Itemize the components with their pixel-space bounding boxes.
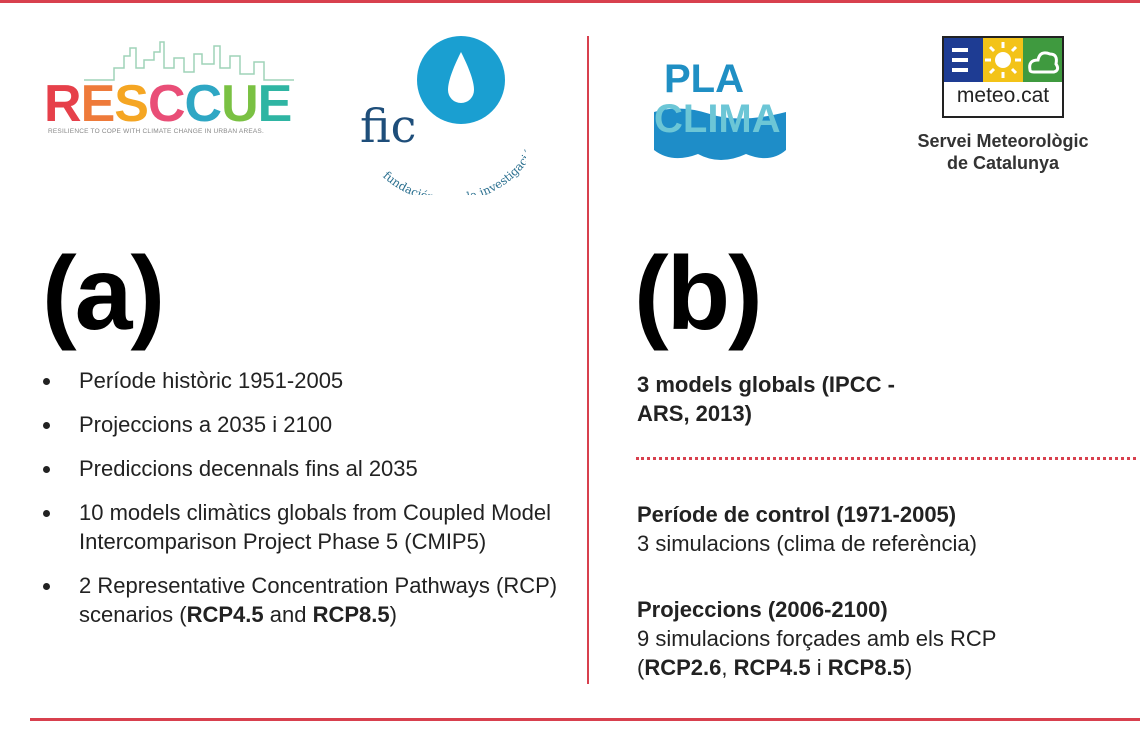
projections-text: 9 simulacions forçades amb els RCP xyxy=(637,626,997,651)
rcp-and-text: and xyxy=(263,602,313,627)
resccue-letter: E xyxy=(257,75,293,133)
rcp-intro-text: 2 Representative Concentration Pathways … xyxy=(79,573,558,627)
paren-close: ) xyxy=(904,655,913,680)
fic-logo: fic fundación para la investigación del … xyxy=(356,30,549,205)
meteo-subtitle-line1: Servei Meteorològic xyxy=(917,131,1089,151)
rcp45-label: RCP4.5 xyxy=(733,655,811,680)
control-period-text: 3 simulacions (clima de referència) xyxy=(637,531,977,556)
meteo-subtitle-line2: de Catalunya xyxy=(946,153,1060,173)
left-bullet-list: Període històric 1951-2005 Projeccions a… xyxy=(42,366,572,644)
control-period-block: Període de control (1971-2005) 3 simulac… xyxy=(637,500,1127,558)
resccue-tagline: RESILIENCE TO COPE WITH CLIMATE CHANGE I… xyxy=(48,128,264,135)
resccue-wordmark: RESCCUE xyxy=(44,75,293,133)
fic-emblem-icon: fic fundación para la investigación del … xyxy=(360,36,549,205)
resccue-letter: U xyxy=(221,75,259,133)
top-rule xyxy=(0,0,1140,3)
meteo-cat-logo: meteo.cat Servei Meteorològic de Catalun… xyxy=(900,36,1110,176)
projections-rcp-list: (RCP2.6, RCP4.5 i RCP8.5) xyxy=(637,653,1127,682)
list-item: Prediccions decennals fins al 2035 xyxy=(42,454,572,483)
pla-clima-line2: CLIMA xyxy=(654,97,781,141)
rcp26-label: RCP2.6 xyxy=(644,655,722,680)
resccue-logo: RESCCUE RESILIENCE TO COPE WITH CLIMATE … xyxy=(44,38,299,138)
bottom-rule xyxy=(30,718,1140,721)
list-item: 2 Representative Concentration Pathways … xyxy=(42,571,572,629)
rcp85-label: RCP8.5 xyxy=(827,655,905,680)
rcp85-label: RCP8.5 xyxy=(312,602,390,627)
projections-title: Projeccions (2006-2100) xyxy=(637,597,888,622)
rcp45-label: RCP4.5 xyxy=(186,602,264,627)
city-skyline-icon xyxy=(84,41,294,81)
fic-short-name: fic xyxy=(360,99,416,153)
resccue-letter: C xyxy=(184,75,223,133)
panel-label-a: (a) xyxy=(42,236,165,352)
panel-label-b: (b) xyxy=(634,236,763,352)
pla-clima-wave-icon: PLA CLIMA xyxy=(654,57,786,160)
rcp-close-text: ) xyxy=(389,602,397,627)
meteo-cat-name: meteo.cat xyxy=(956,84,1050,107)
global-models-title: 3 models globals (IPCC - ARS, 2013) xyxy=(637,372,895,426)
control-period-title: Període de control (1971-2005) xyxy=(637,502,957,527)
resccue-letter: C xyxy=(147,75,186,133)
paren-open: ( xyxy=(637,655,645,680)
meteo-cat-box: meteo.cat xyxy=(942,36,1064,118)
projections-block: Projeccions (2006-2100) 9 simulacions fo… xyxy=(637,595,1127,682)
meteo-subtitle: Servei Meteorològic de Catalunya xyxy=(900,130,1106,174)
pla-clima-line1: PLA xyxy=(664,57,744,101)
list-item: 10 models climàtics globals from Coupled… xyxy=(42,498,572,556)
resccue-letter: S xyxy=(114,75,149,133)
list-item: Període històric 1951-2005 xyxy=(42,366,572,395)
resccue-letter: E xyxy=(80,75,116,133)
weather-icons xyxy=(944,38,1062,82)
separator-i: i xyxy=(810,655,828,680)
pla-clima-logo: PLA CLIMA xyxy=(650,54,790,164)
dotted-separator xyxy=(636,457,1136,460)
list-item: Projeccions a 2035 i 2100 xyxy=(42,410,572,439)
column-divider xyxy=(587,36,589,684)
separator-comma: , xyxy=(721,655,734,680)
resccue-letter: R xyxy=(44,75,82,133)
